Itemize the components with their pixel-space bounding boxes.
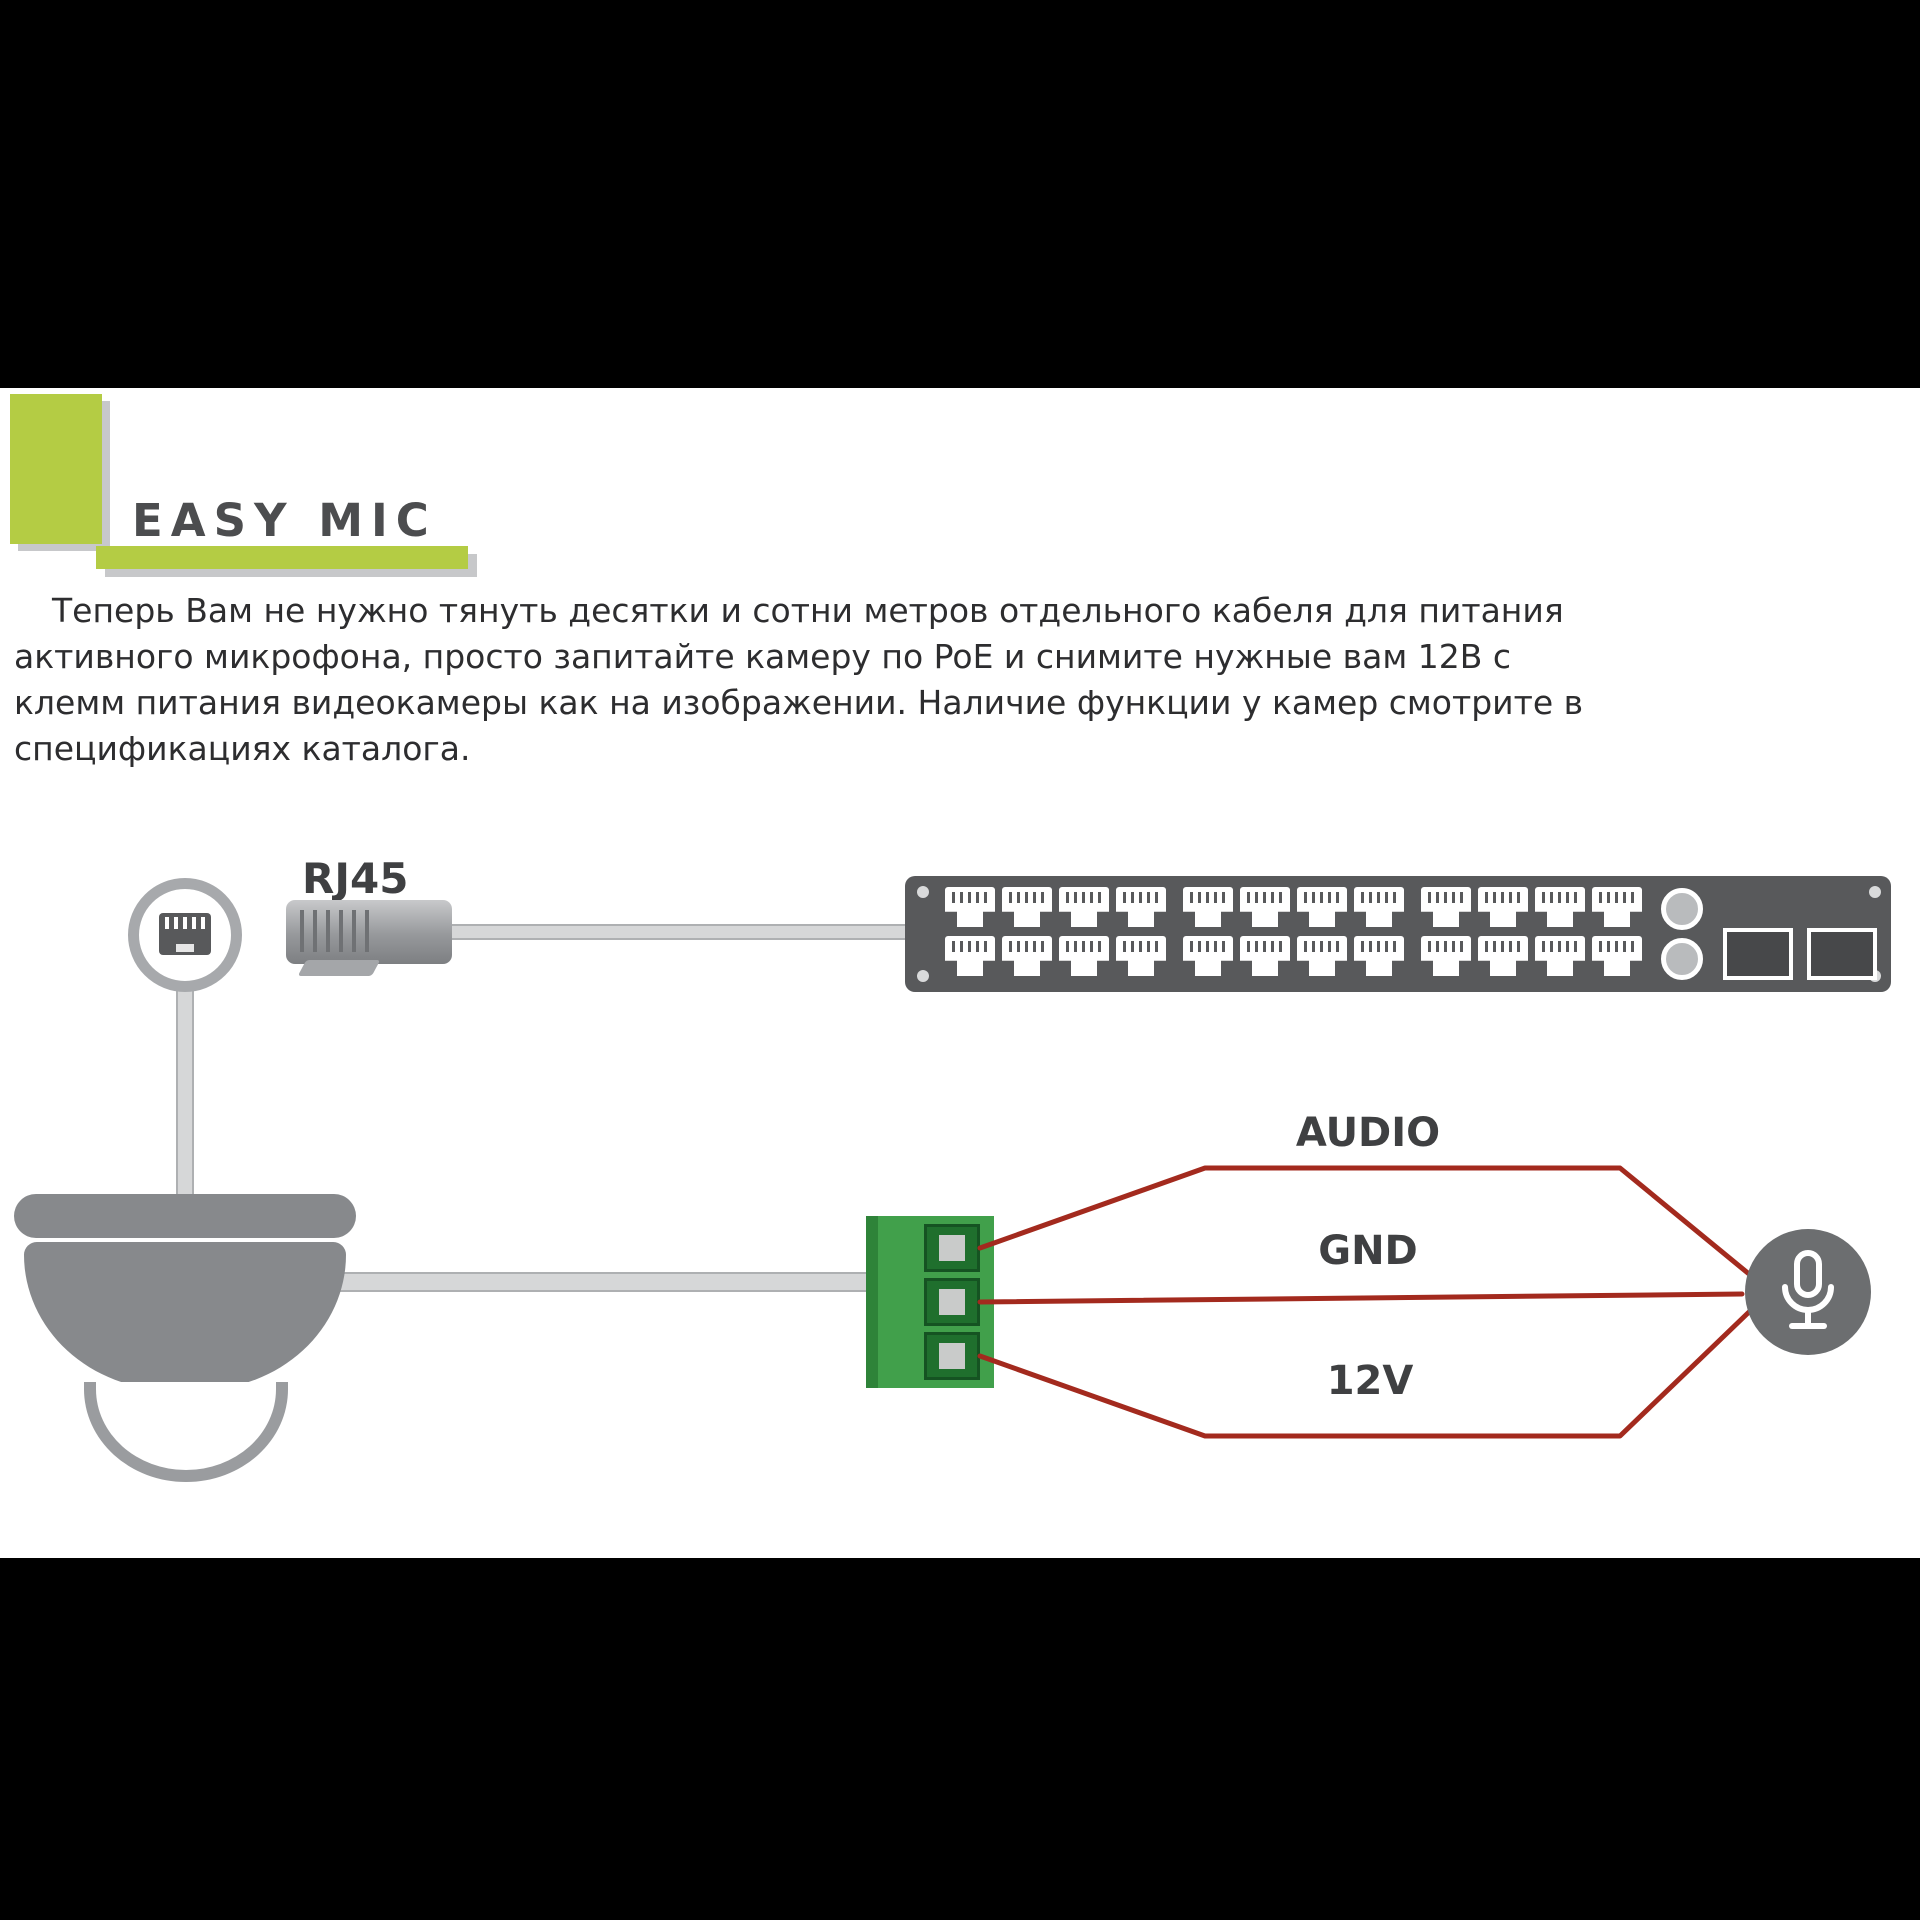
- rj45-port-icon: [1421, 936, 1471, 976]
- rj45-port-icon: [1116, 887, 1166, 927]
- terminal-screw: [939, 1343, 965, 1369]
- 12v-label: 12V: [1326, 1358, 1414, 1404]
- rj45-port-icon: [1478, 887, 1528, 927]
- port-group: [945, 887, 1166, 976]
- terminal-screw: [939, 1289, 965, 1315]
- screw-hole: [917, 970, 929, 982]
- rj45-port-icon: [1240, 936, 1290, 976]
- rj45-port-icon: [1002, 936, 1052, 976]
- rj45-port-icon: [945, 887, 995, 927]
- round-connector: [1661, 938, 1703, 980]
- microphone-glyph: [1782, 1250, 1834, 1329]
- intro-text: Теперь Вам не нужно тянуть десятки и сот…: [14, 588, 1584, 772]
- camera-dome-bubble: [84, 1382, 288, 1482]
- screw-hole: [1869, 886, 1881, 898]
- dome-camera-body: [24, 1242, 346, 1390]
- intro-line: активного микрофона, просто запитайте ка…: [14, 637, 1511, 676]
- terminal-screw: [939, 1235, 965, 1261]
- rj45-port-icon: [945, 936, 995, 976]
- rj45-port-icon: [1002, 887, 1052, 927]
- intro-line: клемм питания видеокамеры как на изображ…: [14, 683, 1584, 722]
- rj45-port-icon: [1116, 936, 1166, 976]
- content-area: EASY MIC Теперь Вам не нужно тянуть деся…: [0, 388, 1920, 1558]
- rj45-port-icon: [1059, 936, 1109, 976]
- camera-power-cable: [340, 1272, 868, 1292]
- rj45-port-icon: [1297, 887, 1347, 927]
- rj45-port-icon: [1240, 887, 1290, 927]
- rj45-port-icon: [1535, 936, 1585, 976]
- sfp-slot: [1723, 928, 1793, 980]
- accent-underline-bar: [96, 546, 468, 569]
- rj45-port-icon: [1297, 936, 1347, 976]
- rj45-port-icon: [1183, 887, 1233, 927]
- terminal-pin-audio: [924, 1224, 980, 1272]
- rj45-port-icon: [1354, 887, 1404, 927]
- camera-mount: [14, 1194, 356, 1238]
- rj45-port-icon: [1592, 887, 1642, 927]
- rj45-port-icon: [1592, 936, 1642, 976]
- rj45-port-icon: [1354, 936, 1404, 976]
- power-terminal-block: [866, 1216, 994, 1388]
- port-group: [1183, 887, 1404, 976]
- round-connector: [1661, 888, 1703, 930]
- intro-line: Теперь Вам не нужно тянуть десятки и сот…: [52, 591, 1564, 630]
- sfp-slot: [1807, 928, 1877, 980]
- poe-switch: [905, 876, 1891, 992]
- rj45-socket: [159, 913, 211, 955]
- rj45-plug-icon: [286, 900, 452, 982]
- rj45-port-icon: [1535, 887, 1585, 927]
- gnd-wire: [977, 1291, 1745, 1305]
- microphone-icon: [1745, 1229, 1871, 1355]
- rj45-label: RJ45: [302, 854, 409, 903]
- intro-line: спецификациях каталога.: [14, 729, 471, 768]
- audio-label: AUDIO: [1295, 1110, 1441, 1156]
- port-group: [1421, 887, 1642, 976]
- screw-hole: [917, 886, 929, 898]
- rj45-port-icon: [1421, 887, 1471, 927]
- rj45-port-icon: [1478, 936, 1528, 976]
- rj45-plug-latch: [297, 960, 381, 976]
- rj45-port-icon: [1059, 887, 1109, 927]
- rj45-plug-body: [286, 900, 452, 964]
- terminal-pin-12v: [924, 1332, 980, 1380]
- brand-accent-square: [10, 394, 102, 544]
- terminal-pin-gnd: [924, 1278, 980, 1326]
- rj45-jack-icon: [128, 878, 242, 992]
- gnd-label: GND: [1318, 1228, 1418, 1274]
- page-title: EASY MIC: [132, 494, 437, 547]
- rj45-port-icon: [1183, 936, 1233, 976]
- ethernet-cable: [440, 924, 906, 940]
- ethernet-cable: [176, 988, 194, 1198]
